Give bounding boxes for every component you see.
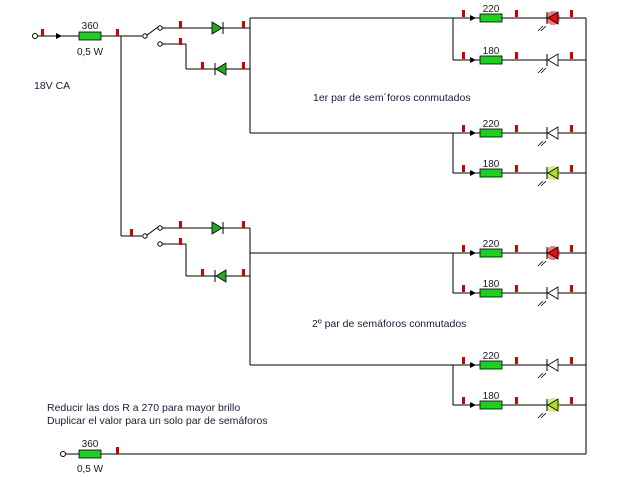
terminal-marker [462, 125, 465, 132]
return-terminal [60, 451, 66, 457]
return-resistor-value: 360 [82, 439, 99, 450]
note-line-1: Reducir las dos R a 270 para mayor brill… [47, 402, 240, 414]
led-branches: 220 180 220 180 220 180 220 180 [453, 4, 586, 419]
diode-reverse-1 [214, 62, 227, 76]
branch-resistor-value: 220 [483, 119, 500, 130]
terminal-marker [570, 397, 573, 404]
resistor-body [479, 13, 503, 23]
branch-resistor-value: 220 [483, 239, 500, 250]
terminal-marker [515, 10, 518, 17]
led-branch: 220 [453, 119, 586, 147]
led-icon [547, 286, 559, 300]
led-branch: 220 [453, 239, 586, 267]
resistor-body [78, 31, 102, 41]
emission-arrow-icon [540, 180, 547, 187]
emission-arrow-icon [540, 412, 547, 419]
section-1-label: 1er par de sem´foros conmutados [313, 92, 471, 104]
note-line-2: Duplicar el valor para un solo par de se… [47, 415, 268, 427]
terminal-marker [462, 397, 465, 404]
terminal-marker [462, 245, 465, 252]
resistor-body [479, 248, 503, 258]
terminal-marker [570, 285, 573, 292]
branch-resistor-value: 180 [483, 279, 500, 290]
branch-resistor-value: 220 [483, 4, 500, 15]
terminal-marker [462, 285, 465, 292]
led-icon [547, 398, 559, 412]
emission-arrow-icon [540, 140, 547, 147]
terminal-marker [462, 52, 465, 59]
emission-arrow-icon [540, 67, 547, 74]
arrow-icon [470, 290, 476, 296]
return-resistor-power: 0,5 W [77, 464, 104, 475]
led-branch: 220 [453, 351, 586, 379]
return-resistor: 360 0,5 W [77, 439, 104, 475]
terminal-marker [515, 397, 518, 404]
arrow-icon [470, 250, 476, 256]
terminal-marker [515, 285, 518, 292]
led-branch: 180 [453, 46, 586, 74]
input-resistor-value: 360 [82, 21, 99, 32]
resistor-body [479, 55, 503, 65]
terminal-marker [515, 357, 518, 364]
led-icon [547, 246, 559, 260]
emission-arrow-icon [540, 300, 547, 307]
terminal-marker [462, 357, 465, 364]
section-2-label: 2º par de semáforos conmutados [312, 318, 466, 330]
branch-resistor-value: 180 [483, 46, 500, 57]
switch-1 [142, 25, 163, 47]
branch-resistor-value: 220 [483, 351, 500, 362]
terminal-marker [570, 52, 573, 59]
source-voltage-label: 18V CA [34, 80, 70, 92]
branch-resistor-value: 180 [483, 159, 500, 170]
branch-resistor-value: 180 [483, 391, 500, 402]
input-terminal [32, 33, 38, 39]
input-resistor: 360 0,5 W [56, 21, 104, 58]
led-icon [547, 11, 559, 25]
resistor-body [479, 128, 503, 138]
resistor-body [78, 449, 102, 459]
terminal-marker [515, 245, 518, 252]
led-icon [547, 358, 559, 372]
arrow-icon [470, 402, 476, 408]
arrow-icon [470, 15, 476, 21]
terminal-marker [462, 165, 465, 172]
resistor-body [479, 288, 503, 298]
switch-2 [142, 225, 163, 247]
led-branch: 180 [453, 279, 586, 307]
terminal-marker [515, 52, 518, 59]
emission-arrow-icon [540, 25, 547, 32]
terminal-marker [515, 165, 518, 172]
terminal-marker [462, 10, 465, 17]
resistor-body [479, 360, 503, 370]
arrow-icon [470, 362, 476, 368]
terminal-markers [41, 21, 245, 454]
diode-reverse-2 [214, 269, 227, 283]
resistor-body [479, 400, 503, 410]
led-icon [547, 126, 559, 140]
arrow-icon [470, 130, 476, 136]
diode-forward-1 [211, 21, 224, 35]
led-branch: 220 [453, 4, 586, 32]
arrow-icon [470, 170, 476, 176]
led-icon [547, 53, 559, 67]
terminal-marker [570, 245, 573, 252]
arrow-icon [56, 33, 62, 39]
arrow-icon [470, 57, 476, 63]
terminal-marker [515, 125, 518, 132]
led-branch: 180 [453, 159, 586, 187]
resistor-body [479, 168, 503, 178]
diode-forward-2 [211, 221, 224, 235]
terminal-marker [570, 10, 573, 17]
wiring [32, 17, 587, 457]
input-resistor-power: 0,5 W [77, 47, 104, 58]
led-branch: 180 [453, 391, 586, 419]
emission-arrow-icon [540, 260, 547, 267]
emission-arrow-icon [540, 372, 547, 379]
terminal-marker [570, 165, 573, 172]
terminal-marker [570, 125, 573, 132]
terminal-marker [570, 357, 573, 364]
led-icon [547, 166, 559, 180]
